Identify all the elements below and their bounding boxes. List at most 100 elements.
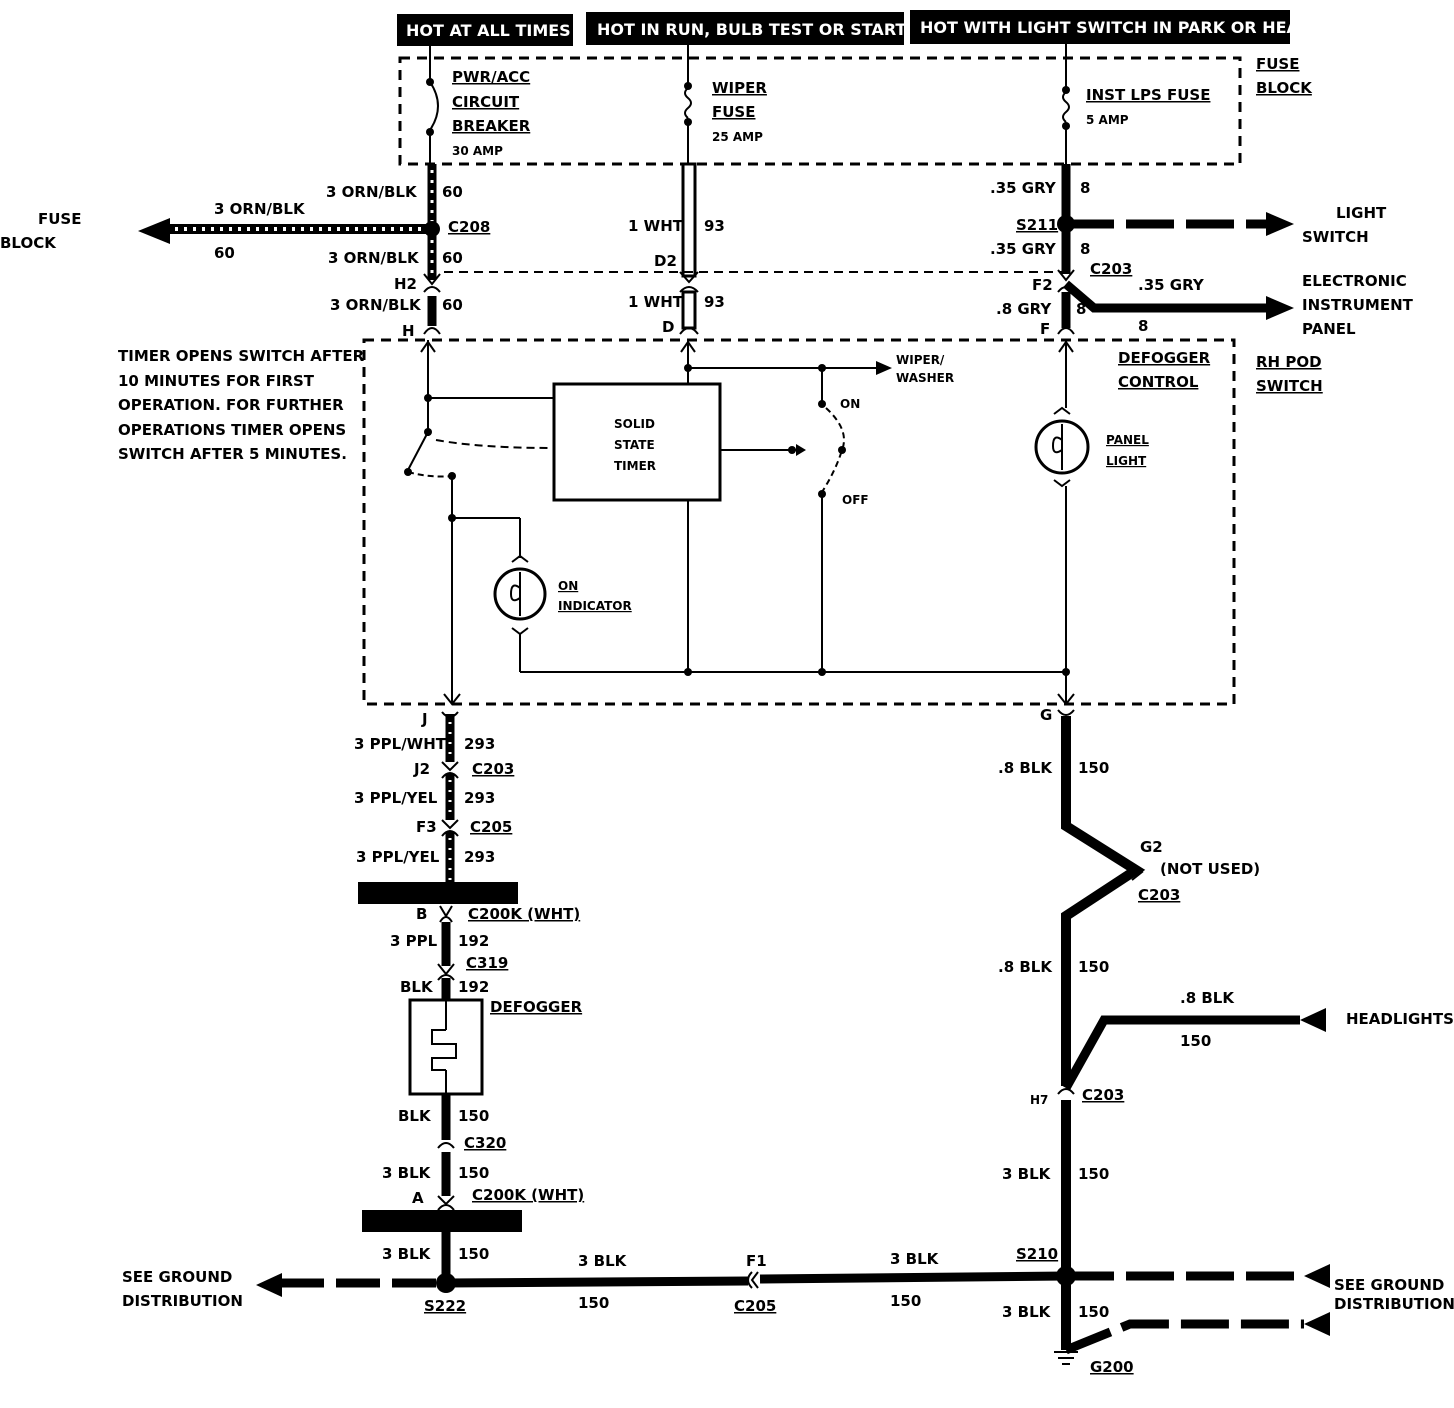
breaker-label-1: PWR/ACC (452, 68, 530, 86)
orn-blk-wire-low: 3 ORN/BLK (330, 296, 422, 314)
timer-note-5: SWITCH AFTER 5 MINUTES. (118, 445, 347, 463)
blk-wire-g3: 3 BLK (1002, 1165, 1052, 1183)
term-j: J (421, 710, 428, 728)
ground-g200: G200 (1090, 1358, 1134, 1376)
orn-blk-circuit-mid: 60 (442, 249, 463, 267)
defogger-switch (680, 340, 892, 672)
on-indicator-1: ON (558, 579, 578, 593)
term-b: B (416, 905, 427, 923)
on-indicator-2: INDICATOR (558, 599, 632, 613)
blk-circuit-8: 150 (458, 1245, 489, 1263)
bottom-ground-bus (256, 1271, 1067, 1297)
fuse-block-label-2: BLOCK (1256, 79, 1313, 97)
term-g: G (1040, 706, 1052, 724)
conn-c203-j2: C203 (472, 760, 514, 778)
ppl-wire-1: 3 PPL/WHT (354, 735, 447, 753)
header-hot-in-run-text: HOT IN RUN, BULB TEST OR START (597, 20, 906, 39)
header-hot-at-all-times: HOT AT ALL TIMES (397, 14, 573, 46)
fuse-block-left-1: FUSE (38, 210, 81, 228)
gry-wire-low: .8 GRY (996, 300, 1052, 318)
term-d2: D2 (654, 252, 677, 270)
conn-c203-top: C203 (1090, 260, 1132, 278)
branch-circuit: 60 (214, 244, 235, 262)
timer-label-2: STATE (614, 438, 655, 452)
fuse-block-left-2: BLOCK (0, 234, 57, 252)
timer-note-4: OPERATIONS TIMER OPENS (118, 421, 346, 439)
see-ground-right-1: SEE GROUND (1334, 1276, 1444, 1294)
conn-c203-h7: C203 (1082, 1086, 1124, 1104)
blk-wire-g4: 3 BLK (1002, 1303, 1052, 1321)
wiper-fuse-label-2: FUSE (712, 103, 755, 121)
rh-pod-label-1: RH POD (1256, 353, 1322, 371)
switch-on: ON (840, 397, 860, 411)
pwr-acc-circuit-breaker (426, 46, 439, 164)
headlights-circuit: 150 (1180, 1032, 1211, 1050)
blk-wire-g1: .8 BLK (998, 759, 1053, 777)
wiper-fuse-rating: 25 AMP (712, 130, 763, 144)
breaker-label-3: BREAKER (452, 117, 531, 135)
bus-circuit-left: 150 (578, 1294, 609, 1312)
ppl-circuit-4: 192 (458, 932, 489, 950)
headlights-label: HEADLIGHTS (1346, 1010, 1454, 1028)
connector-c200k-bottom (362, 1210, 522, 1232)
branch-wire: 3 ORN/BLK (214, 200, 306, 218)
conn-c200k-a: C200K (WHT) (472, 1186, 584, 1204)
conn-c200k-b: C200K (WHT) (468, 905, 580, 923)
inst-fuse-label: INST LPS FUSE (1086, 86, 1210, 104)
term-d: D (662, 318, 674, 336)
timer-label-3: TIMER (614, 459, 656, 473)
fuse-block-box (398, 56, 1242, 166)
defogger-element (408, 998, 484, 1096)
conn-c319: C319 (466, 954, 508, 972)
term-h: H (402, 322, 415, 340)
blk-circuit-5: 192 (458, 978, 489, 996)
wht-wire-low: 1 WHT (628, 293, 684, 311)
ppl-circuit-1: 293 (464, 735, 495, 753)
term-h7: H7 (1030, 1093, 1048, 1107)
see-ground-right-2: DISTRIBUTION (1334, 1295, 1454, 1313)
orn-blk-circuit-low: 60 (442, 296, 463, 314)
splice-s210: S210 (1016, 1245, 1058, 1263)
headlights-wire: .8 BLK (1180, 989, 1235, 1007)
blk-wire-8: 3 BLK (382, 1245, 432, 1263)
panel-light-lamp (1034, 340, 1090, 706)
wht-circuit-top: 93 (704, 217, 725, 235)
splice-c208: C208 (448, 218, 490, 236)
rh-pod-label-2: SWITCH (1256, 377, 1323, 395)
term-f3: F3 (416, 818, 437, 836)
header-hot-in-run: HOT IN RUN, BULB TEST OR START (586, 12, 906, 45)
term-a: A (412, 1189, 424, 1207)
blk-circuit-g1: 150 (1078, 759, 1109, 777)
timer-note: TIMER OPENS SWITCH AFTER 10 MINUTES FOR … (118, 347, 365, 463)
defogger-control-1: DEFOGGER (1118, 349, 1211, 367)
wiper-washer-2: WASHER (896, 371, 954, 385)
solid-state-timer (552, 382, 722, 502)
conn-c205-f1: C205 (734, 1297, 776, 1315)
fuse-block-label-1: FUSE (1256, 55, 1299, 73)
bus-circuit-right: 150 (890, 1292, 921, 1310)
wiper-fuse (684, 44, 692, 164)
splice-s211: S211 (1016, 216, 1058, 234)
light-switch-2: SWITCH (1302, 228, 1369, 246)
bus-wire-right: 3 BLK (890, 1250, 940, 1268)
blk-circuit-g2: 150 (1078, 958, 1109, 976)
ground-symbol (1054, 1351, 1078, 1365)
term-h2: H2 (394, 275, 417, 293)
eip-2: INSTRUMENT (1302, 296, 1414, 314)
defogger-label: DEFOGGER (490, 998, 583, 1016)
timer-label-1: SOLID (614, 417, 655, 431)
blk-150-wire-right (1056, 716, 1330, 1355)
blk-circuit-g3: 150 (1078, 1165, 1109, 1183)
inst-fuse-rating: 5 AMP (1086, 113, 1129, 127)
breaker-label-2: CIRCUIT (452, 93, 520, 111)
bus-wire-left: 3 BLK (578, 1252, 628, 1270)
term-j2: J2 (413, 760, 430, 778)
defogger-control-2: CONTROL (1118, 373, 1199, 391)
orn-blk-wire-top: 3 ORN/BLK (326, 183, 418, 201)
orn-blk-wire-mid: 3 ORN/BLK (328, 249, 420, 267)
term-f: F (1040, 320, 1050, 338)
wht-wire (681, 162, 697, 330)
eip-wire: .35 GRY (1138, 276, 1205, 294)
timer-switch-circuit (404, 340, 555, 706)
blk-circuit-g4: 150 (1078, 1303, 1109, 1321)
